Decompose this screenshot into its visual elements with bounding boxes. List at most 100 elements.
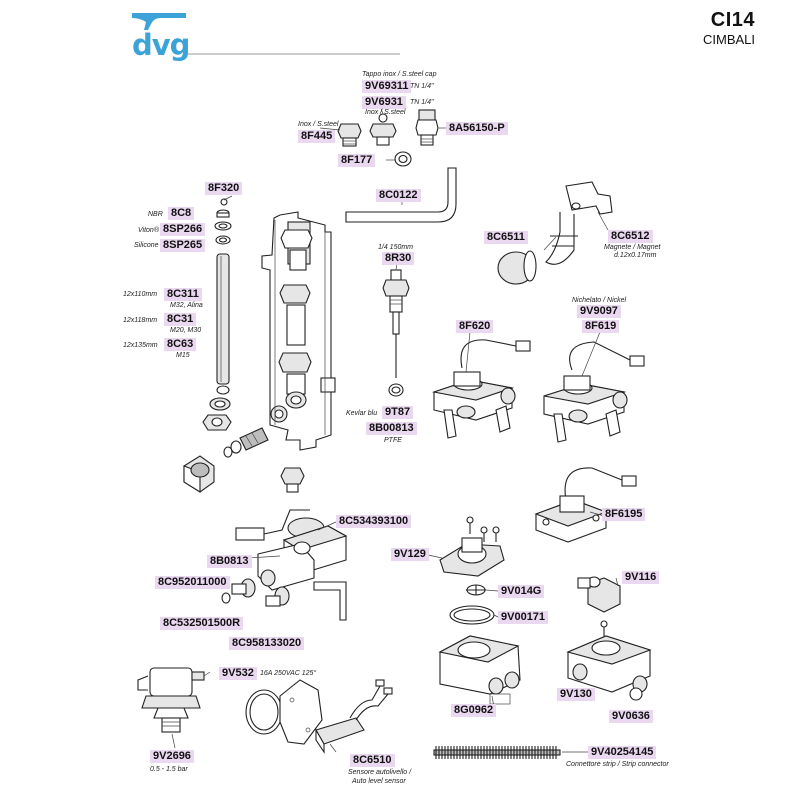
- part-label-8F445: 8F445: [298, 130, 336, 143]
- caption-8C63-below: M15: [176, 352, 190, 359]
- caption-8C6510-below: Sensore autolivello /: [348, 769, 412, 776]
- coil-9V116-icon: [577, 576, 621, 613]
- washer-8F177-icon: [394, 151, 412, 167]
- part-label-8A56150-P: 8A56150-P: [446, 122, 508, 135]
- plug-small-icon: [280, 467, 305, 493]
- flowmeter-8F620-icon: [431, 339, 531, 439]
- caption-9V69311-above: Tappo inox / S.steel cap: [362, 71, 437, 78]
- part-label-8C31: 8C31: [164, 313, 197, 326]
- fitting-8A56150-icon: [415, 109, 439, 146]
- dvg-logo-icon: [132, 13, 400, 55]
- caption-8C311-left: 12x110mm: [123, 291, 158, 298]
- tube-8C311-icon: [216, 253, 230, 385]
- part-label-8C8: 8C8: [168, 207, 195, 220]
- part-label-8SP265: 8SP265: [160, 239, 206, 252]
- washer-8F320-icon: [220, 198, 228, 206]
- part-label-8C952011000: 8C952011000: [155, 576, 230, 589]
- part-label-8C0122: 8C0122: [376, 189, 421, 202]
- part-label-9V130: 9V130: [557, 688, 595, 701]
- valve-assembly-icon: [221, 509, 348, 621]
- part-label-8C6510: 8C6510: [350, 754, 395, 767]
- caption-8F445-above: Inox / S.steel: [298, 121, 339, 128]
- caption-9V40254145-below: Connettore strip / Strip connector: [566, 761, 669, 768]
- manifold-body-icon: [261, 211, 336, 451]
- caption-8C63-left: 12x135mm: [123, 342, 158, 349]
- cap-nut-large-icon: [183, 455, 215, 493]
- magnet-cap-8C6511-icon: [497, 250, 537, 285]
- flowmeter-8F619-icon: [543, 341, 645, 443]
- caption-9T87-left: Kevlar blu: [346, 410, 378, 417]
- part-label-8C958133020: 8C958133020: [229, 637, 305, 650]
- part-label-9V6931: 9V6931: [362, 96, 406, 109]
- caption-8B00813-below: PTFE: [384, 437, 402, 444]
- caption-8C6510-below2: Auto level sensor: [352, 778, 406, 785]
- caption-8C31-below: M20, M30: [170, 327, 202, 334]
- impeller-9V014G-icon: [466, 584, 486, 596]
- part-label-8F620: 8F620: [456, 320, 494, 333]
- level-probe-8R30-icon: [382, 269, 410, 397]
- part-label-8C311: 8C311: [164, 288, 202, 301]
- part-label-8C534393100: 8C534393100: [336, 515, 412, 528]
- part-label-9V69311: 9V69311: [362, 80, 412, 93]
- part-label-9V532: 9V532: [219, 667, 257, 680]
- caption-8C31-left: 12x118mm: [123, 317, 158, 324]
- part-label-8C6511: 8C6511: [484, 231, 528, 244]
- flowmeter-body-8G0962-icon: [438, 635, 521, 705]
- part-label-8G0962: 8G0962: [451, 704, 497, 717]
- brand-logo-text: dvg: [132, 28, 190, 62]
- caption-9V2696-below: 0.5 - 1.5 bar: [150, 766, 188, 773]
- caption-8C8-left: NBR: [148, 211, 163, 218]
- leader-lines-icon: [171, 105, 619, 753]
- part-label-9V116: 9V116: [622, 571, 660, 584]
- flowmeter-cover-9V129-icon: [439, 516, 505, 577]
- page-title: CI14: [710, 9, 755, 31]
- part-label-8SP266: 8SP266: [160, 223, 206, 236]
- part-label-9V2696: 9V2696: [150, 750, 194, 763]
- caption-8SP266-left: Viton®: [138, 227, 159, 234]
- oring-8SP266-icon: [214, 221, 232, 231]
- caption-9V6931-below: Inox / S.steel: [365, 109, 406, 116]
- part-label-8F320: 8F320: [205, 182, 243, 195]
- part-label-8F177: 8F177: [338, 154, 376, 167]
- part-label-8C6512: 8C6512: [608, 230, 653, 243]
- caption-9V6931-right: TN 1/4": [410, 99, 434, 106]
- pressure-switch-9V2696-icon: [137, 667, 205, 733]
- part-label-9V129: 9V129: [391, 548, 429, 561]
- oring-8SP265-icon: [215, 235, 231, 245]
- plug-9V6931-icon: [369, 113, 397, 146]
- part-label-8R30: 8R30: [382, 252, 415, 265]
- oring-8C8-icon: [216, 209, 230, 218]
- caption-8C6512-below: Magnete / Magnet: [604, 244, 661, 251]
- part-label-8F619: 8F619: [582, 320, 620, 333]
- flowmeter-9V130-icon: [566, 620, 652, 701]
- part-label-8F6195: 8F6195: [602, 508, 646, 521]
- caption-8SP265-left: Silicone: [134, 242, 159, 249]
- caption-9V9097-above: Nichelato / Nickel: [572, 297, 627, 304]
- magnet-bracket-8C6512-icon: [545, 181, 613, 265]
- part-label-9V40254145: 9V40254145: [588, 746, 657, 759]
- caption-8C311-below: M32, Alina: [170, 302, 203, 309]
- tube-nuts-icon: [202, 385, 232, 431]
- part-label-9V00171: 9V00171: [498, 611, 549, 624]
- pipe-8C0122-icon: [345, 167, 457, 223]
- part-label-8C63: 8C63: [164, 338, 197, 351]
- caption-8R30-above: 1/4 150mm: [378, 244, 414, 251]
- strip-connector-9V40254145-icon: [433, 746, 561, 759]
- part-label-9T87: 9T87: [382, 406, 414, 419]
- screw-parts-icon: [223, 427, 269, 458]
- flowmeter-8F6195-icon: [534, 467, 637, 543]
- part-label-8C532501500R: 8C532501500R: [160, 617, 244, 630]
- caption-9V532-right: 16A 250VAC 125°: [260, 670, 317, 677]
- part-label-9V0636: 9V0636: [609, 710, 653, 723]
- caption-9V69311-right: TN 1/4": [410, 83, 434, 90]
- part-label-8B0813: 8B0813: [207, 555, 252, 568]
- auto-level-sensor-8C6510-icon: [245, 679, 393, 754]
- part-label-8B00813: 8B00813: [366, 422, 417, 435]
- page-subtitle: CIMBALI: [702, 32, 755, 47]
- caption-8C6512-below2: d.12x0.17mm: [614, 252, 657, 259]
- part-label-9V014G: 9V014G: [498, 585, 545, 598]
- cap-nut-8F445-icon: [337, 123, 362, 147]
- oring-9V00171-icon: [449, 605, 495, 625]
